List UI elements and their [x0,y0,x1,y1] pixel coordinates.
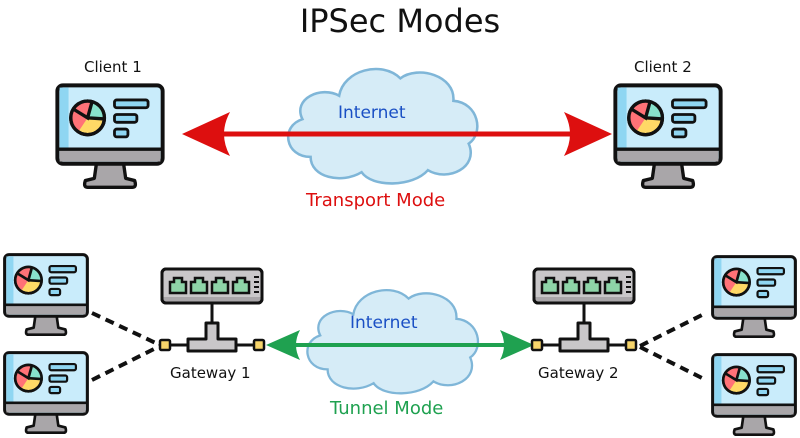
tunnel-mode-label: Tunnel Mode [330,398,444,419]
internet-cloud-tunnel [306,288,480,395]
dashed-links [91,311,707,382]
internet-cloud-transport [286,67,479,185]
transport-section [55,67,723,190]
transport-arrow [182,112,612,156]
internet-label-tunnel: Internet [350,313,418,333]
tunnel-section [3,253,797,437]
lan-2-monitor-b-icon [711,353,797,437]
transport-mode-label: Transport Mode [306,190,446,211]
tunnel-arrow [266,330,534,360]
client-1-monitor-icon [55,83,165,190]
internet-label-transport: Internet [338,103,406,123]
client-2-monitor-icon [613,83,723,190]
client-1-label: Client 1 [84,58,142,76]
diagram-title: IPSec Modes [299,2,501,40]
lan-1-monitor-b-icon [3,351,89,435]
lan-2-monitor-a-icon [711,255,797,339]
gateway-1-label: Gateway 1 [170,364,251,382]
client-2-label: Client 2 [634,58,692,76]
lan-1-monitor-a-icon [3,253,89,337]
gateway-1-icon [158,267,266,353]
gateway-2-label: Gateway 2 [538,364,619,382]
gateway-2-icon [530,267,638,353]
